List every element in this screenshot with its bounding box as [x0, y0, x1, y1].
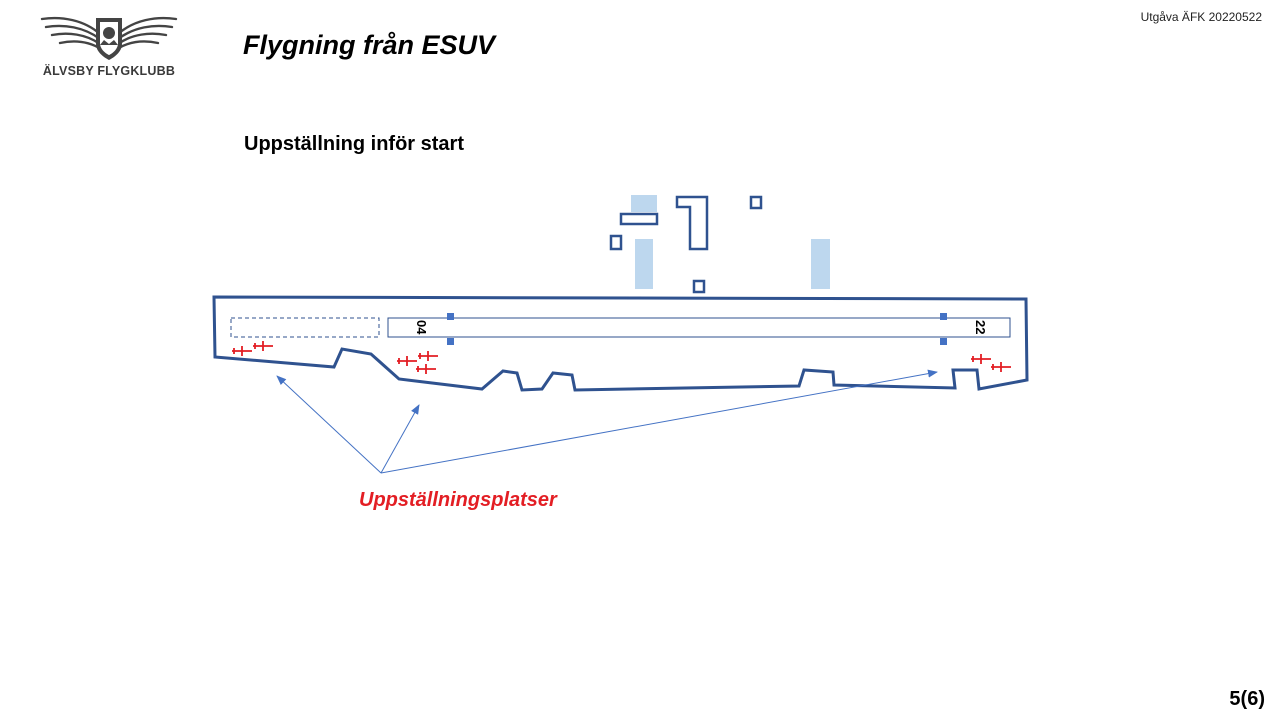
club-name: ÄLVSBY FLYGKLUBB [42, 64, 176, 78]
runway-extension [230, 317, 380, 338]
section-heading: Uppställning inför start [244, 133, 464, 155]
building-block [811, 239, 830, 289]
threshold-light [447, 338, 454, 345]
aircraft-icon [991, 362, 1011, 372]
tower-outline [675, 195, 709, 251]
threshold-light [447, 313, 454, 320]
aircraft-icon [416, 364, 436, 374]
building-outline [619, 212, 659, 226]
airfield-outline [212, 295, 1029, 392]
parking-areas-callout: Uppställningsplatser [359, 489, 557, 511]
building-outline [749, 195, 763, 210]
runway [387, 317, 1011, 338]
building-outline [609, 234, 623, 251]
callout-arrow [276, 375, 382, 474]
building-block [635, 239, 653, 289]
aircraft-icon [397, 356, 417, 366]
building-outline [692, 279, 706, 294]
aircraft-icon [232, 346, 252, 356]
club-logo: ÄLVSBY FLYGKLUBB [38, 12, 180, 82]
page-title: Flygning från ESUV [243, 30, 496, 60]
edition-label: Utgåva ÄFK 20220522 [1140, 10, 1262, 24]
runway-designator-04: 04 [414, 320, 429, 335]
runway-designator-22: 22 [973, 320, 988, 334]
aircraft-icon [253, 341, 273, 351]
winged-emblem-icon [40, 16, 178, 60]
building-block [631, 195, 657, 212]
callout-arrow [380, 369, 938, 474]
aircraft-icon [971, 354, 991, 364]
threshold-light [940, 338, 947, 345]
callout-arrow [380, 404, 420, 474]
threshold-light [940, 313, 947, 320]
aircraft-icon [418, 351, 438, 361]
page-number: 5(6) [1229, 688, 1265, 710]
